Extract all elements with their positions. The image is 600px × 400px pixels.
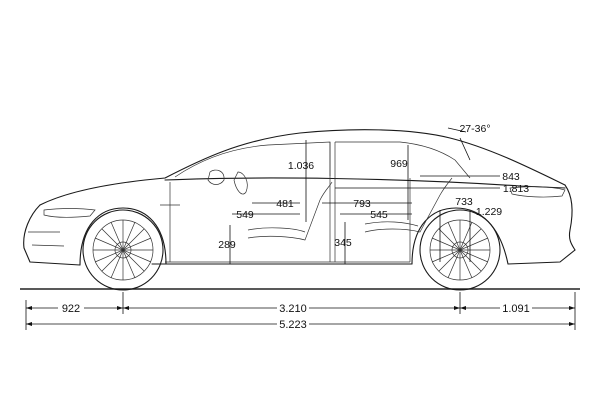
wheelbase-label: 3.210 <box>279 303 307 315</box>
interior-dimension-lines <box>229 127 500 264</box>
rear-overhang-label: 1.091 <box>502 303 530 315</box>
rear-height-label: 1.229 <box>476 206 502 218</box>
rear-seat-depth-lower-label: 545 <box>370 209 388 221</box>
tailgate-angle-label: 27-36° <box>459 123 490 135</box>
front-overhang-label: 922 <box>62 303 80 315</box>
rear-legroom-depth-label: 733 <box>455 196 473 208</box>
overall-length-label: 5.223 <box>279 319 307 331</box>
car-body <box>23 129 576 266</box>
trunk-length-label: 1.813 <box>503 183 529 195</box>
rear-headroom-label: 969 <box>390 158 408 170</box>
rear-seat-height-label: 345 <box>334 237 352 249</box>
rear-shoulder-label: 843 <box>502 171 520 183</box>
front-seat-depth-lower-label: 549 <box>236 209 254 221</box>
front-seat-height-label: 289 <box>218 239 236 251</box>
front-seat-depth-label: 481 <box>276 198 294 210</box>
rear-seat-depth-label: 793 <box>353 198 371 210</box>
dimension-labels: 922 3.210 1.091 5.223 1.036 969 27-36° 8… <box>58 123 532 331</box>
front-wheel <box>82 209 164 291</box>
rear-wheel <box>419 209 501 291</box>
front-headroom-label: 1.036 <box>288 160 314 172</box>
